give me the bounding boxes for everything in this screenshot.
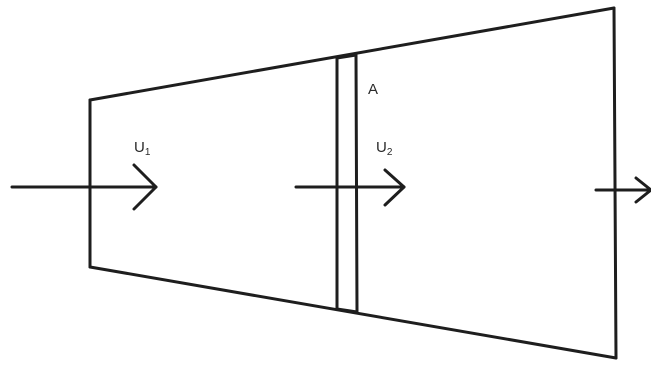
u2-subscript: 2 <box>387 147 393 158</box>
velocity-label-u2: U2 <box>376 139 393 158</box>
slice-top-edge <box>335 53 358 60</box>
inlet-arrow-u1 <box>10 163 158 211</box>
area-label: A <box>368 81 378 98</box>
mid-arrow-u2 <box>294 168 406 207</box>
outlet-arrow <box>594 176 651 204</box>
inlet-arrowhead <box>132 163 158 211</box>
outlet-arrowhead <box>634 176 651 204</box>
slice-bottom-edge <box>335 307 359 314</box>
velocity-label-u1: U1 <box>134 139 151 158</box>
mid-arrowhead <box>383 168 406 207</box>
duct-top-wall <box>88 6 616 102</box>
slice-right-edge <box>354 53 359 314</box>
control-slice-a <box>335 53 359 314</box>
duct-outlet-wall <box>612 6 618 360</box>
u1-subscript: 1 <box>145 147 151 158</box>
u2-main: U <box>376 139 387 156</box>
duct-outline <box>88 6 618 360</box>
u1-main: U <box>134 139 145 156</box>
